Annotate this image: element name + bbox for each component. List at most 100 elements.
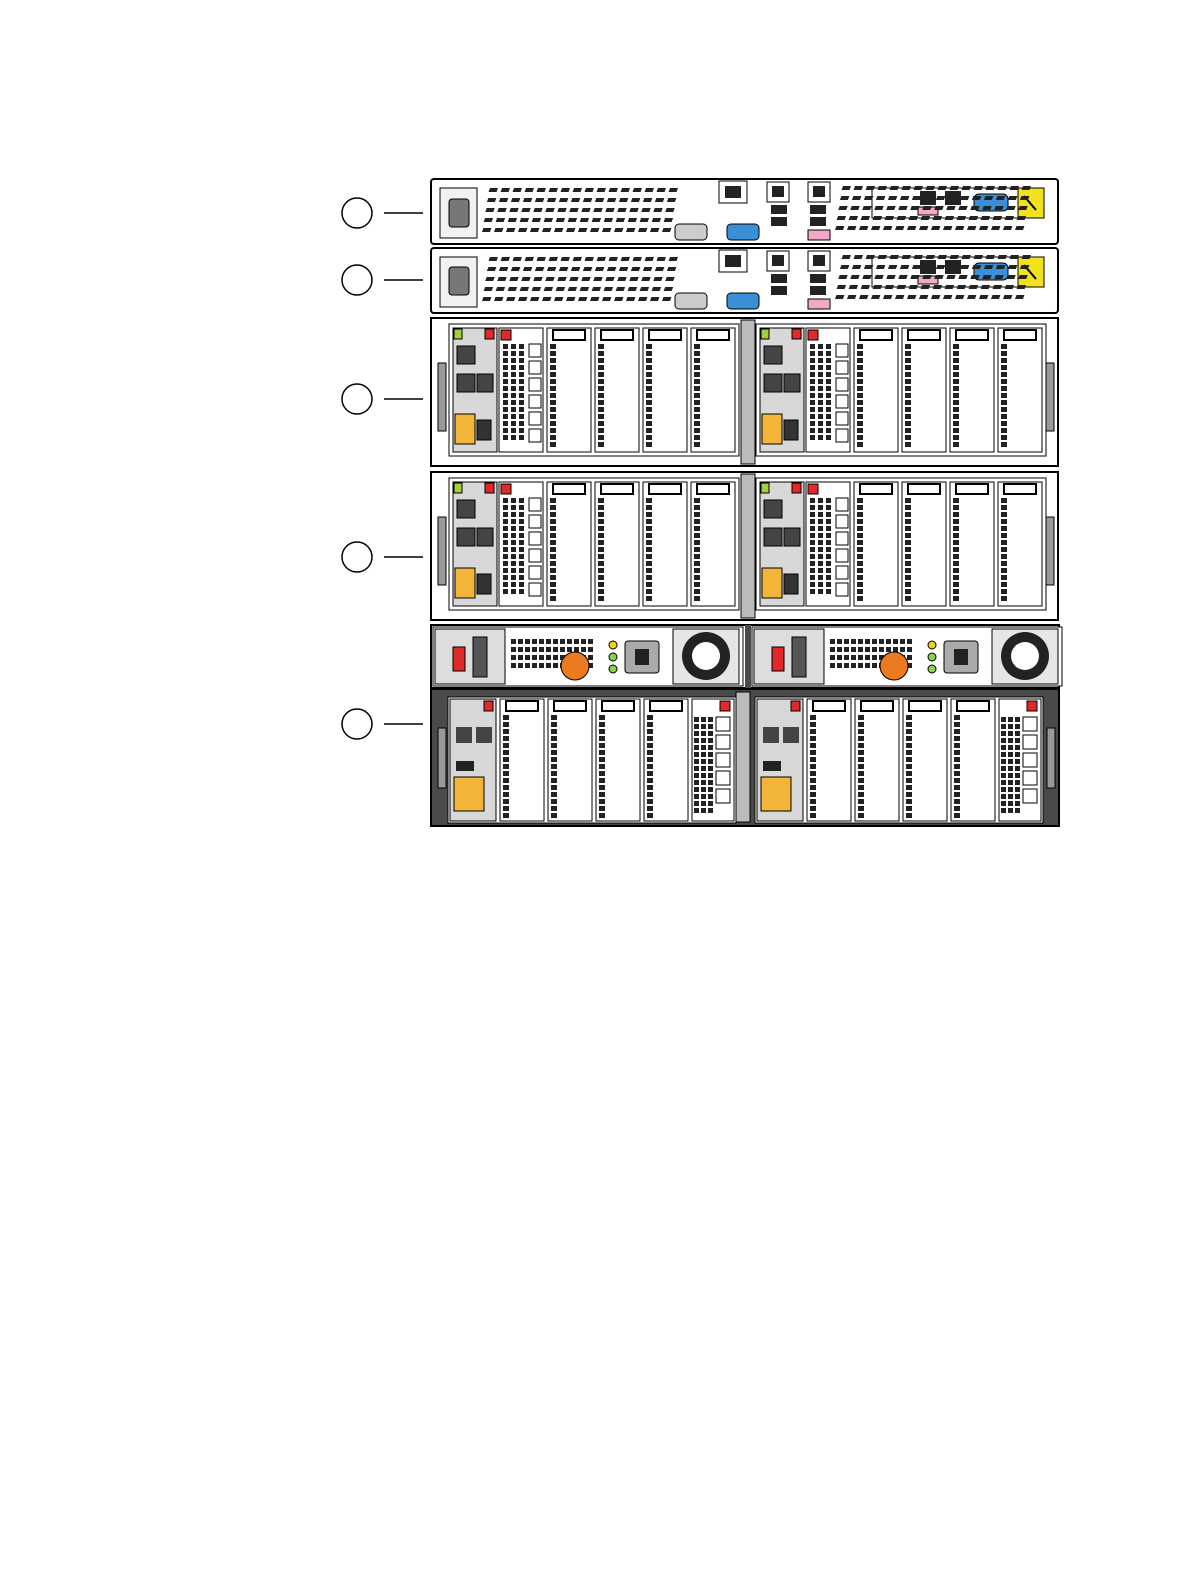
vent-hole bbox=[818, 428, 823, 433]
vent-slat bbox=[542, 297, 551, 301]
vent-hole bbox=[826, 589, 831, 594]
vent-hole bbox=[1008, 738, 1013, 743]
sfp-port bbox=[529, 361, 541, 374]
sfp-port bbox=[529, 566, 541, 579]
vent-hole bbox=[810, 386, 815, 391]
vent-hole bbox=[598, 442, 604, 447]
vent-hole bbox=[694, 752, 699, 757]
vent-slat bbox=[556, 287, 565, 291]
vent-slat bbox=[962, 186, 971, 190]
vent-slat bbox=[626, 228, 635, 232]
vent-hole bbox=[599, 715, 605, 720]
vent-hole bbox=[551, 736, 557, 741]
vent-slat bbox=[511, 267, 520, 271]
vent-slat bbox=[640, 218, 649, 222]
vent-slat bbox=[909, 285, 918, 289]
slot-latch bbox=[649, 330, 681, 340]
vent-hole bbox=[511, 386, 516, 391]
vent-slat bbox=[482, 297, 491, 301]
vent-hole bbox=[503, 575, 508, 580]
vent-hole bbox=[519, 379, 524, 384]
vent-hole bbox=[511, 639, 516, 644]
vent-hole bbox=[1008, 787, 1013, 792]
vent-hole bbox=[906, 729, 912, 734]
vent-hole bbox=[1015, 759, 1020, 764]
vent-hole bbox=[858, 757, 864, 762]
vent-hole bbox=[810, 582, 815, 587]
vent-slat bbox=[969, 285, 978, 289]
vent-hole bbox=[708, 808, 713, 813]
vent-hole bbox=[857, 379, 863, 384]
slot-latch bbox=[553, 484, 585, 494]
vent-hole bbox=[525, 647, 530, 652]
vent-hole bbox=[701, 801, 706, 806]
vent-slat bbox=[523, 267, 532, 271]
vent-hole bbox=[503, 372, 508, 377]
vent-slat bbox=[537, 257, 546, 261]
vent-slat bbox=[533, 208, 542, 212]
vent-hole bbox=[858, 771, 864, 776]
vent-hole bbox=[953, 589, 959, 594]
vent-slat bbox=[580, 287, 589, 291]
vent-hole bbox=[810, 421, 815, 426]
vent-hole bbox=[1008, 808, 1013, 813]
vent-slat bbox=[874, 275, 883, 279]
vent-hole bbox=[1001, 745, 1006, 750]
vent-hole bbox=[551, 764, 557, 769]
psu-release-knob bbox=[880, 652, 908, 680]
vent-hole bbox=[810, 372, 815, 377]
vent-hole bbox=[567, 647, 572, 652]
vent-slat bbox=[508, 218, 517, 222]
vent-hole bbox=[905, 582, 911, 587]
vent-hole bbox=[503, 379, 508, 384]
vent-hole bbox=[646, 379, 652, 384]
vent-slat bbox=[554, 297, 563, 301]
vent-hole bbox=[906, 722, 912, 727]
vent-slat bbox=[982, 206, 991, 210]
vent-hole bbox=[647, 806, 653, 811]
controller-enclosure-3 bbox=[431, 689, 1059, 826]
vent-hole bbox=[810, 568, 815, 573]
vent-hole bbox=[503, 792, 509, 797]
vent-hole bbox=[1001, 421, 1007, 426]
vent-hole bbox=[503, 407, 508, 412]
vent-slat bbox=[614, 297, 623, 301]
vent-hole bbox=[503, 414, 508, 419]
vent-slat bbox=[631, 267, 640, 271]
vent-hole bbox=[708, 766, 713, 771]
vent-hole bbox=[599, 750, 605, 755]
vent-hole bbox=[550, 386, 556, 391]
vent-slat bbox=[1005, 216, 1014, 220]
vent-slat bbox=[559, 267, 568, 271]
vent-hole bbox=[1015, 752, 1020, 757]
vent-hole bbox=[646, 498, 652, 503]
slot-latch bbox=[649, 484, 681, 494]
vent-hole bbox=[1001, 358, 1007, 363]
vent-slat bbox=[847, 295, 856, 299]
vent-hole bbox=[694, 540, 700, 545]
vent-hole bbox=[511, 655, 516, 660]
vent-hole bbox=[905, 393, 911, 398]
vent-hole bbox=[858, 729, 864, 734]
slot-latch bbox=[601, 330, 633, 340]
vent-hole bbox=[519, 498, 524, 503]
vent-hole bbox=[818, 379, 823, 384]
warning-icon bbox=[808, 330, 818, 340]
vent-hole bbox=[954, 764, 960, 769]
vent-hole bbox=[857, 505, 863, 510]
vent-slat bbox=[938, 186, 947, 190]
vent-hole bbox=[550, 379, 556, 384]
vent-hole bbox=[694, 773, 699, 778]
vent-hole bbox=[858, 655, 863, 660]
vent-hole bbox=[694, 414, 700, 419]
vent-hole bbox=[598, 414, 604, 419]
vent-hole bbox=[900, 647, 905, 652]
vent-hole bbox=[550, 365, 556, 370]
vent-hole bbox=[550, 372, 556, 377]
vent-hole bbox=[503, 526, 508, 531]
vent-hole bbox=[857, 498, 863, 503]
vent-hole bbox=[694, 379, 700, 384]
vent-slat bbox=[559, 198, 568, 202]
vent-hole bbox=[953, 568, 959, 573]
vent-hole bbox=[1008, 724, 1013, 729]
